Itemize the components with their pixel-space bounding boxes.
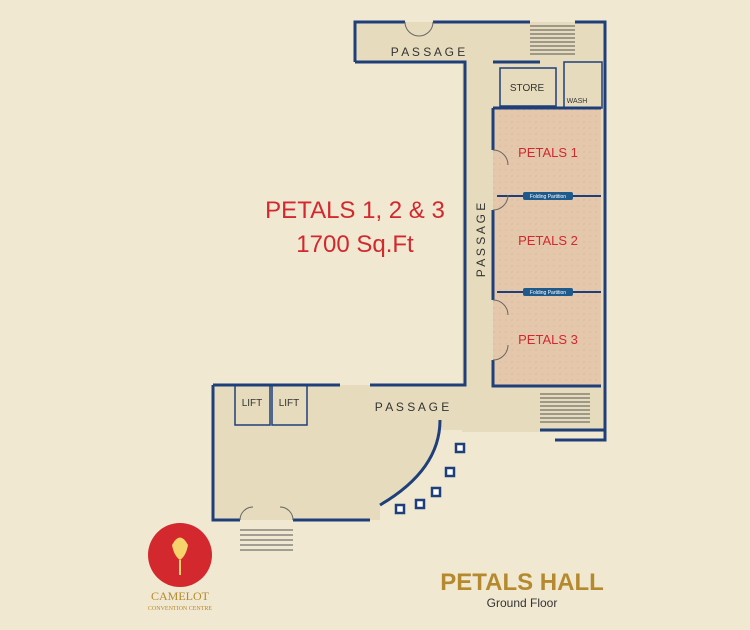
logo-name: CAMELOT [151, 589, 210, 603]
passage-label-top: P A S S A G E [391, 45, 466, 59]
hall-title: PETALS HALL [440, 569, 604, 596]
logo-subtitle: CONVENTION CENTRE [148, 606, 212, 612]
partition-label-2: Folding Partition [530, 290, 566, 296]
hall-floor: Ground Floor [487, 596, 558, 610]
staircase-bottom [540, 393, 590, 423]
camelot-logo [148, 523, 212, 587]
petals-hall-area [493, 108, 601, 386]
summary-rooms: PETALS 1, 2 & 3 [265, 197, 445, 224]
passage-label-vertical: P A S S A G E [474, 203, 488, 278]
rose-icon [172, 537, 188, 560]
summary-area: 1700 Sq.Ft [296, 231, 414, 258]
staircase-top [530, 25, 575, 55]
partition-label-1: Folding Partition [530, 194, 566, 200]
partition-bar-1 [523, 192, 573, 200]
room-label-lift-2: LIFT [279, 398, 300, 409]
room-label-petals-2: PETALS 2 [518, 233, 578, 248]
room-label-store: STORE [510, 83, 545, 94]
partition-bar-2 [523, 288, 573, 296]
passage-label-bottom: P A S S A G E [375, 400, 450, 414]
doors [239, 21, 509, 521]
entrance-steps [240, 529, 293, 551]
room-label-wash: WASH [567, 98, 588, 105]
room-label-lift-1: LIFT [242, 398, 263, 409]
columns [394, 442, 466, 515]
room-label-petals-3: PETALS 3 [518, 332, 578, 347]
walls [211, 20, 607, 522]
room-label-petals-1: PETALS 1 [518, 145, 578, 160]
